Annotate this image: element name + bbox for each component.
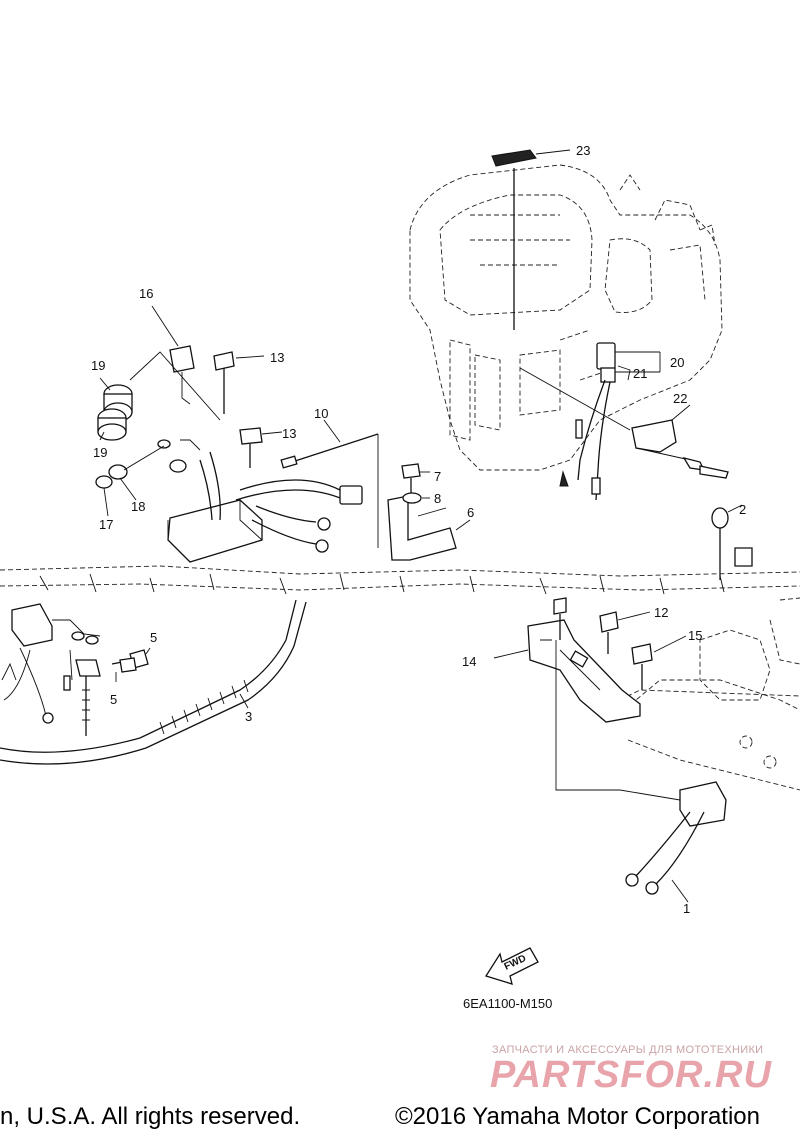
callout-10: 10 <box>314 406 328 421</box>
separator-band <box>0 565 800 595</box>
callout-7: 7 <box>434 469 441 484</box>
fwd-arrow-icon: FWD <box>484 947 539 985</box>
callout-20: 20 <box>670 355 684 370</box>
callout-22: 22 <box>673 391 687 406</box>
part-12-collar <box>553 597 651 654</box>
part-22-bracket <box>519 367 729 479</box>
part-2 <box>711 504 753 580</box>
callout-17: 17 <box>99 517 113 532</box>
part-20-relay <box>559 342 661 501</box>
rectifier-harness <box>167 439 363 563</box>
part-13-bolt-lower <box>239 427 283 468</box>
part-3-harness <box>0 599 307 765</box>
lower-right-base <box>611 597 800 791</box>
part-16-connector <box>129 305 221 421</box>
callout-21: 21 <box>633 366 647 381</box>
callout-5-upper: 5 <box>150 630 157 645</box>
callout-8: 8 <box>434 491 441 506</box>
part-5-bolts <box>111 647 151 682</box>
part-7-bolt <box>401 463 430 494</box>
lower-left-assembly <box>1 603 101 736</box>
callout-19-lower: 19 <box>93 445 107 460</box>
part-14-gasket <box>493 619 641 791</box>
callout-13-upper: 13 <box>270 350 284 365</box>
callout-1: 1 <box>683 901 690 916</box>
callout-23: 23 <box>576 143 590 158</box>
part-19-bushings <box>97 377 133 441</box>
part-15-bolt <box>631 635 687 690</box>
engine-outline <box>409 164 723 471</box>
footer-rights-text: n, U.S.A. All rights reserved. <box>0 1103 301 1130</box>
callout-19-upper: 19 <box>91 358 105 373</box>
callout-16: 16 <box>139 286 153 301</box>
drawing-code: 6EA1100-M150 <box>463 996 553 1011</box>
part-1-cable <box>619 781 727 903</box>
watermark-tagline: ЗАПЧАСТИ И АКСЕССУАРЫ ДЛЯ МОТОТЕХНИКИ <box>492 1044 764 1056</box>
part-8-washer <box>402 492 430 504</box>
callout-14: 14 <box>462 654 476 669</box>
watermark-brand: PARTSFOR.RU <box>490 1054 772 1096</box>
callout-6: 6 <box>467 505 474 520</box>
part-23 <box>491 149 571 330</box>
parts-17-18-washers <box>95 439 187 517</box>
callout-3: 3 <box>245 709 252 724</box>
callout-13-lower: 13 <box>282 426 296 441</box>
part-13-bolt-upper <box>213 351 265 414</box>
callout-15: 15 <box>688 628 702 643</box>
footer-copyright-text: ©2016 Yamaha Motor Corporation <box>395 1103 761 1130</box>
callout-18: 18 <box>131 499 145 514</box>
callout-2: 2 <box>739 502 746 517</box>
part-6-bracket <box>377 434 471 561</box>
callout-12: 12 <box>654 605 668 620</box>
part-10-cable-tie <box>280 419 379 469</box>
callout-labels: 1 2 3 5 5 6 7 8 10 12 13 13 14 15 16 17 … <box>91 143 746 916</box>
callout-5-lower: 5 <box>110 692 117 707</box>
